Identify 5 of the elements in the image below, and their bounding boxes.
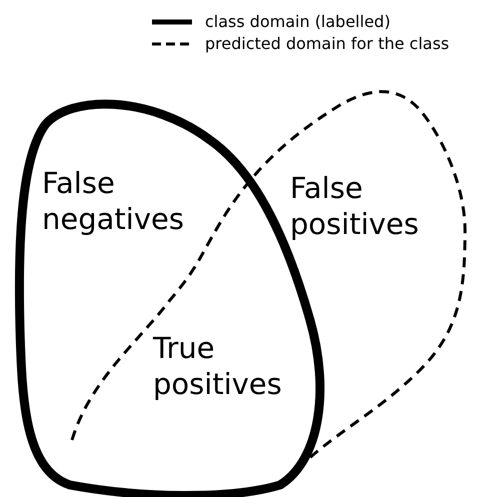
region-label: False negatives [42,165,185,237]
region-label: True positives [153,330,283,402]
legend-text: class domain (labelled) [205,12,390,32]
legend-text: predicted domain for the class [205,34,450,54]
region-label: False positives [290,170,420,242]
